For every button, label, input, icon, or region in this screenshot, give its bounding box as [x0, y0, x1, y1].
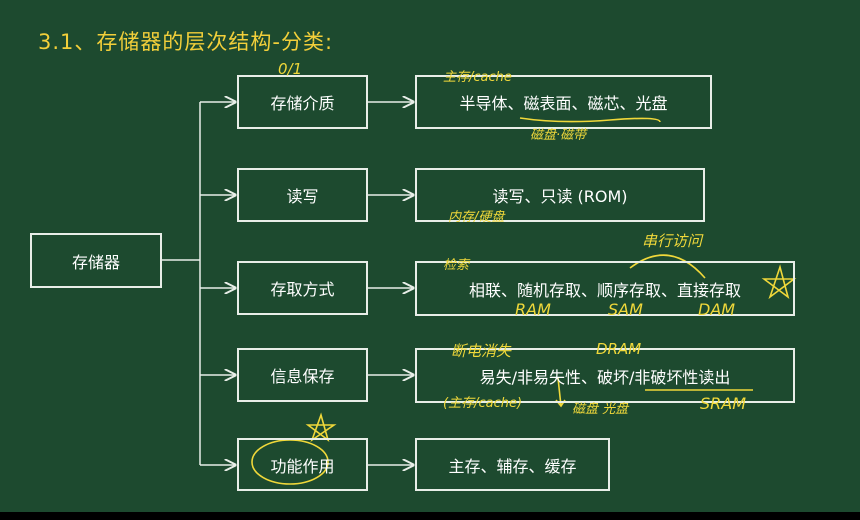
annotation: 串行访问 — [642, 232, 703, 250]
annotation: SRAM — [700, 394, 747, 413]
detail-read-write: 读写、只读 (ROM) — [415, 168, 705, 222]
root-box: 存储器 — [30, 233, 162, 288]
bottom-bar — [0, 512, 860, 520]
annotation: 内存/硬盘 — [448, 210, 505, 225]
annotation: DAM — [698, 300, 736, 319]
star-icon — [305, 412, 337, 443]
category-info-retention: 信息保存 — [237, 348, 368, 402]
category-function: 功能作用 — [237, 438, 368, 491]
detail-access-method: 相联、随机存取、顺序存取、直接存取 — [415, 261, 795, 316]
annotation: RAM — [515, 300, 551, 319]
annotation: DRAM — [596, 340, 642, 358]
annotation: (主存/cache) — [443, 396, 523, 411]
annotation: 磁盘 光盘 — [572, 402, 629, 417]
annotation: 断电消失 — [451, 342, 512, 360]
annotation: 检索 — [443, 258, 470, 273]
category-access-method: 存取方式 — [237, 261, 368, 315]
star-icon — [761, 264, 797, 300]
detail-info-retention: 易失/非易失性、破坏/非破坏性读出 — [415, 348, 795, 403]
detail-function: 主存、辅存、缓存 — [415, 438, 610, 491]
annotation: 磁盘·磁带 — [530, 128, 587, 143]
category-read-write: 读写 — [237, 168, 368, 222]
annotation: 0/1 — [278, 60, 303, 78]
page-title: 3.1、存储器的层次结构-分类: — [38, 30, 334, 54]
annotation: 主存/cache — [443, 70, 512, 85]
underline-mark — [519, 117, 661, 123]
category-storage-medium: 存储介质 — [237, 75, 368, 129]
circle-mark — [251, 439, 329, 485]
detail-storage-medium: 半导体、磁表面、磁芯、光盘 — [415, 75, 712, 129]
annotation: SAM — [608, 300, 643, 319]
